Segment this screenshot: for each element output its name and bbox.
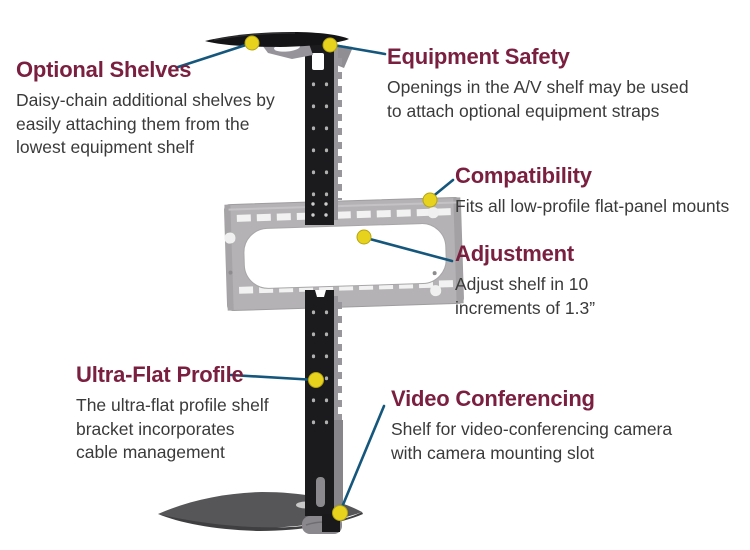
top-av-shelf — [205, 32, 349, 59]
callout-compatibility: Compatibility Fits all low-profile flat-… — [455, 163, 729, 219]
callout-body: The ultra-flat profile shelf bracket inc… — [76, 395, 269, 462]
column-notch — [315, 290, 326, 297]
mount-column-lower — [302, 290, 343, 534]
plate-bottom-slots — [238, 279, 458, 294]
dot-adjustment — [356, 229, 372, 245]
callout-title: Optional Shelves — [16, 57, 192, 82]
callout-body: Daisy-chain additional shelves by easily… — [16, 90, 275, 157]
callout-body: Openings in the A/V shelf may be used to… — [387, 77, 689, 121]
callout-title: Equipment Safety — [387, 44, 570, 69]
dot-video-conferencing — [332, 505, 348, 521]
callout-title: Ultra-Flat Profile — [76, 362, 244, 387]
camera-mounting-slot — [316, 477, 325, 507]
callout-optional-shelves: Optional Shelves Daisy-chain additional … — [16, 57, 275, 160]
callout-title: Adjustment — [455, 241, 575, 266]
callout-body: Shelf for video-conferencing camera with… — [391, 419, 673, 463]
callout-equipment-safety: Equipment Safety Openings in the A/V she… — [387, 44, 689, 123]
callout-dots — [244, 35, 438, 521]
leader-video-conferencing — [338, 404, 386, 514]
dot-equipment-safety — [322, 37, 338, 53]
callout-body: Fits all low-profile flat-panel mounts — [455, 196, 730, 216]
leader-adjustment — [364, 236, 454, 263]
dot-compatibility — [422, 192, 438, 208]
callout-adjustment: Adjustment Adjust shelf in 10 increments… — [455, 241, 595, 320]
mount-column-upper — [305, 43, 353, 225]
strap-opening — [312, 53, 324, 70]
callout-ultra-flat-profile: Ultra-Flat Profile The ultra-flat profil… — [76, 362, 269, 465]
callout-title: Video Conferencing — [391, 386, 595, 411]
leader-equipment-safety — [331, 43, 387, 56]
leader-optional-shelves — [176, 41, 254, 69]
dot-optional-shelves — [244, 35, 260, 51]
plate-center-opening — [243, 223, 447, 289]
plate-top-slots — [236, 208, 455, 222]
leader-ultra-flat — [229, 373, 318, 382]
callout-video-conferencing: Video Conferencing Shelf for video-confe… — [391, 386, 672, 465]
flat-panel-mount-plate — [224, 196, 464, 312]
callout-lines — [176, 41, 455, 514]
dot-ultra-flat — [308, 372, 324, 388]
callout-body: Adjust shelf in 10 increments of 1.3” — [455, 274, 596, 318]
callout-title: Compatibility — [455, 163, 592, 188]
